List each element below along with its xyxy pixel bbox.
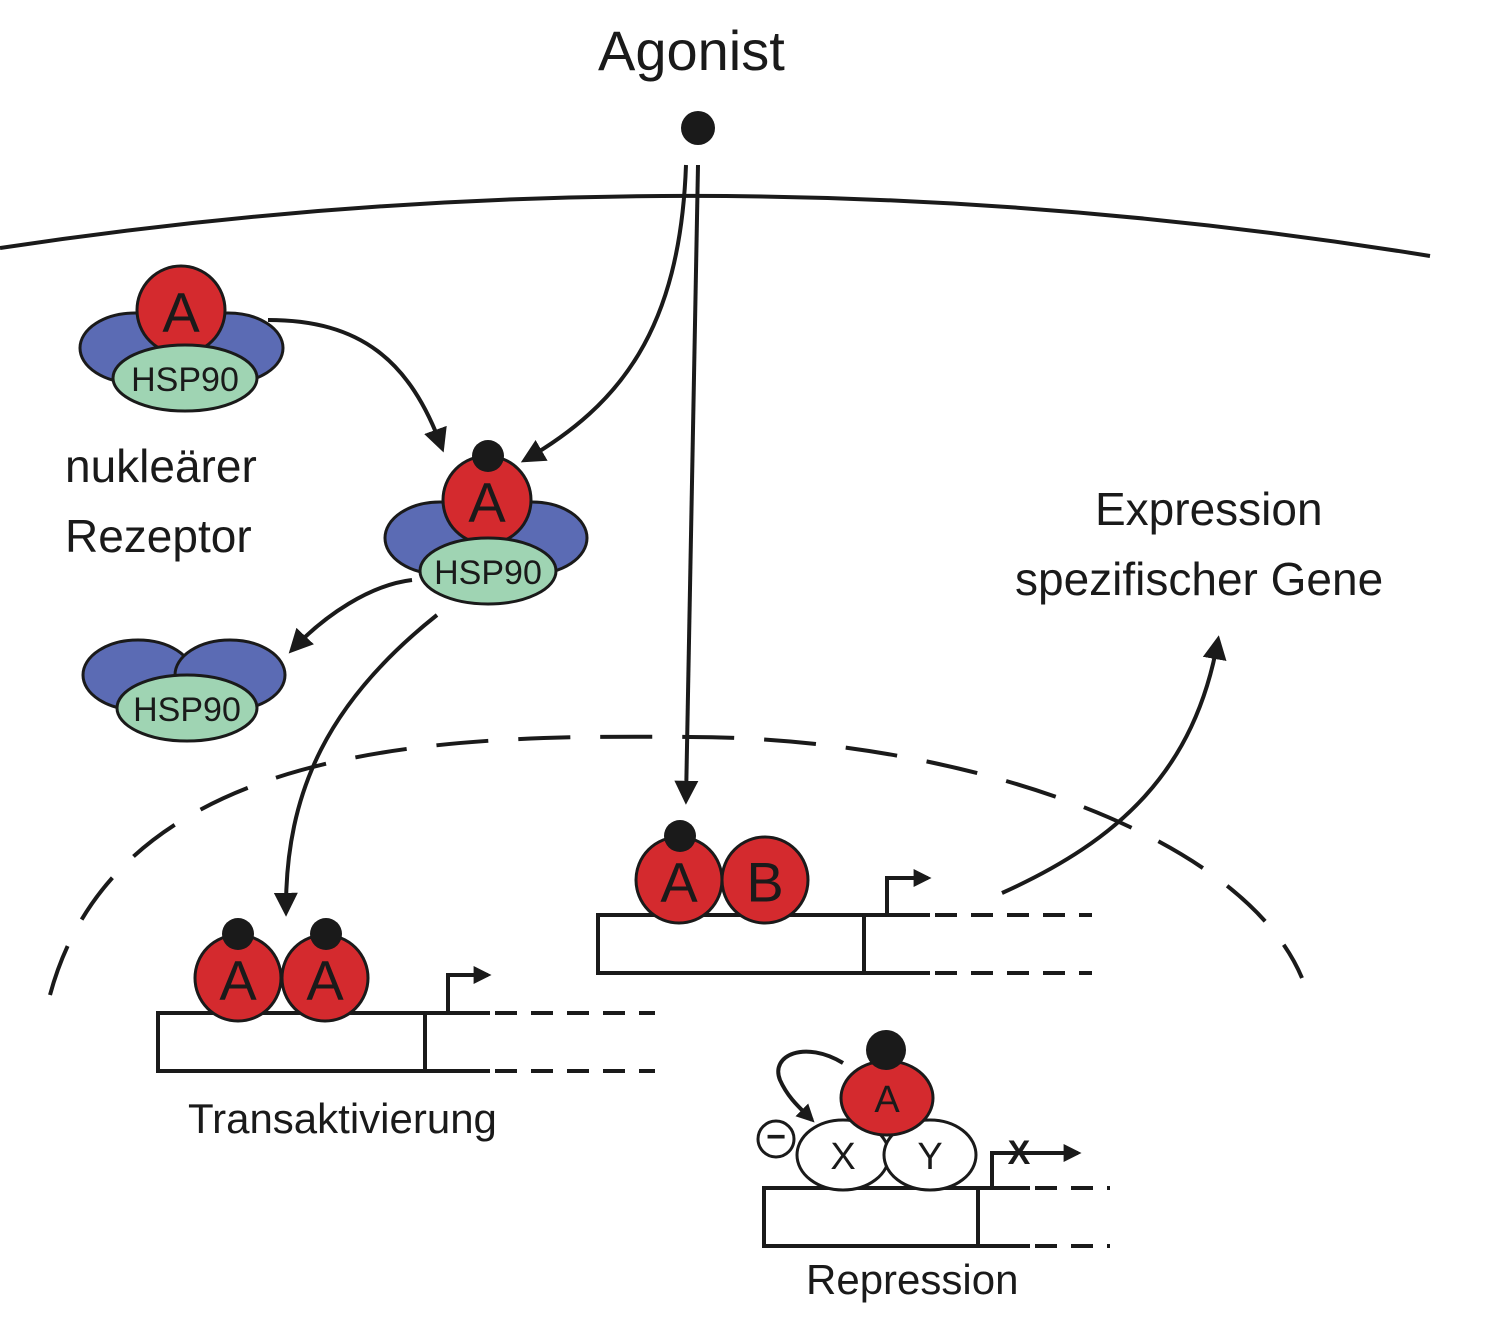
- response-element: [596, 913, 866, 975]
- receptor-a-letter: A: [162, 281, 200, 344]
- bound-ligand: [472, 440, 504, 472]
- minus-sign: −: [766, 1118, 786, 1156]
- hsp90: [418, 536, 558, 606]
- transactivation-label: Transaktivierung: [188, 1095, 497, 1142]
- bound-ligand: [866, 1030, 906, 1070]
- factor-x-letter: X: [830, 1136, 855, 1178]
- transactivation-gene: [156, 966, 655, 1073]
- nuclear-membrane: [48, 734, 1304, 996]
- arrow-to-transactivation: [273, 613, 439, 917]
- partner-b: [720, 835, 810, 925]
- repression-label: Repression: [806, 1256, 1018, 1303]
- transcription-start-arrow: [885, 869, 932, 915]
- bound-ligand: [664, 820, 696, 852]
- receptor-heterodimer: A B: [634, 820, 810, 925]
- ligand-bound-complex: A HSP90: [383, 440, 589, 606]
- receptor-a-letter: A: [306, 949, 344, 1012]
- repression-gene: X: [762, 1134, 1110, 1248]
- agonist-label: Agonist: [598, 19, 785, 82]
- minus-circle: [756, 1119, 796, 1159]
- receptor-a-letter: A: [468, 471, 506, 534]
- receptor-a-letter: A: [874, 1079, 900, 1121]
- inhibition-loop-arrow: [776, 1049, 845, 1123]
- bound-ligand: [222, 918, 254, 950]
- hsp90: [115, 673, 259, 743]
- inactive-receptor-complex: A HSP90: [78, 264, 285, 413]
- arrow-inactive-to-bound: [267, 318, 447, 453]
- arrow-agonist-to-nucleus: [674, 164, 700, 805]
- transcription-start-arrow: [446, 966, 492, 1013]
- arrow-release-hsp90: [288, 578, 413, 654]
- agonist-ligand: [681, 111, 715, 145]
- receptor-a-letter: A: [219, 949, 257, 1012]
- receptor-label-line1: nukleärer: [65, 440, 257, 492]
- receptor-a-letter: A: [660, 851, 698, 914]
- transcription-blocked-mark: X: [1008, 1134, 1031, 1172]
- released-hsp90: HSP90: [81, 638, 287, 743]
- transcription-start-arrow: [990, 1144, 1082, 1188]
- arrow-agonist-to-cytoplasm-complex: [520, 164, 688, 463]
- hsp90-label: HSP90: [434, 554, 542, 592]
- hsp90: [111, 343, 259, 413]
- factor-y-letter: Y: [917, 1136, 942, 1178]
- response-element: [762, 1186, 980, 1248]
- expression-label-line2: spezifischer Gene: [1015, 553, 1383, 605]
- bound-ligand: [310, 918, 342, 950]
- receptor-label-line2: Rezeptor: [65, 510, 252, 562]
- receptor-homodimer: A A: [193, 918, 370, 1023]
- hsp90-label: HSP90: [133, 691, 241, 729]
- cell-membrane: [0, 193, 1431, 258]
- heterodimer-gene: [596, 869, 1092, 975]
- partner-b-letter: B: [746, 851, 783, 914]
- expression-label-line1: Expression: [1095, 483, 1323, 535]
- arrow-to-expression: [1001, 635, 1227, 895]
- repression-complex: X Y A −: [756, 1030, 978, 1192]
- hsp90-label: HSP90: [131, 361, 239, 399]
- response-element: [156, 1011, 427, 1073]
- factor-y: [882, 1118, 978, 1192]
